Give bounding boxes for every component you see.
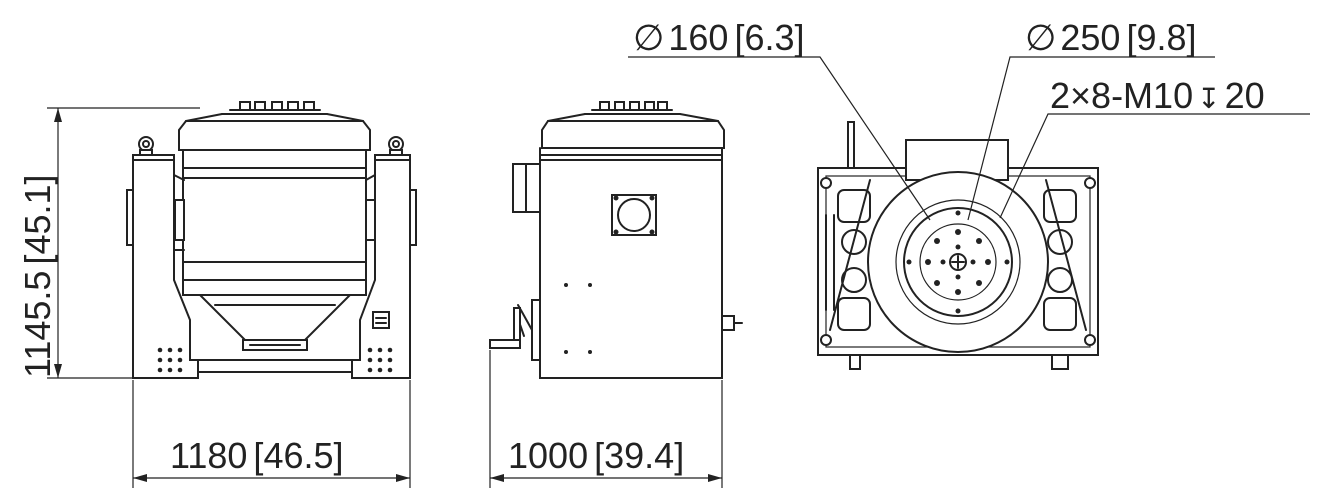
- inner-dia-value: 160: [668, 17, 728, 58]
- side-top-cap: [541, 101, 725, 149]
- front-body: [182, 149, 367, 296]
- callout-thread: 2×8-M10↧20: [1050, 75, 1265, 116]
- height-value: 1145.5: [17, 271, 58, 378]
- leader-160: [628, 56, 931, 221]
- inner-dia-inch: 6.3: [744, 17, 794, 58]
- svg-text:1145.5[45.1]: 1145.5[45.1]: [17, 174, 58, 378]
- top-rod: [847, 121, 855, 169]
- width-inch: 46.5: [263, 435, 333, 476]
- height-dimension: 1145.5[45.1]: [17, 107, 200, 379]
- svg-text:2×8-M10↧20: 2×8-M10↧20: [1050, 75, 1265, 116]
- side-view: [489, 101, 743, 379]
- front-top-cap: [178, 101, 371, 151]
- callout-inner-dia: ∅160[6.3]: [633, 17, 805, 58]
- front-left-support: [126, 136, 199, 379]
- svg-text:∅250[9.8]: ∅250[9.8]: [1025, 17, 1197, 58]
- table-bolt-holes: [906, 210, 1010, 314]
- outer-dia-value: 250: [1060, 17, 1120, 58]
- leader-thread: [999, 113, 1310, 219]
- width-dimension: 1180[46.5]: [132, 380, 411, 488]
- svg-text:∅160[6.3]: ∅160[6.3]: [633, 17, 805, 58]
- thread-spec: 2×8-M10: [1050, 75, 1193, 116]
- front-funnel: [197, 294, 353, 351]
- side-crank-handle: [489, 299, 541, 361]
- side-port-flange: [611, 194, 657, 236]
- side-fitting: [721, 315, 735, 331]
- svg-text:1000[39.4]: 1000[39.4]: [508, 435, 684, 476]
- depth-value: 1000: [508, 435, 588, 476]
- svg-text:1180[46.5]: 1180[46.5]: [170, 435, 344, 476]
- height-inch: 45.1: [17, 184, 58, 254]
- outer-dia-symbol: ∅: [1025, 17, 1056, 58]
- top-left-mounts: [825, 189, 871, 331]
- side-body: [539, 154, 723, 379]
- depth-dimension: 1000[39.4]: [489, 350, 723, 488]
- depth-symbol: ↧: [1197, 83, 1220, 114]
- top-right-mounts: [1043, 189, 1077, 331]
- front-right-support: [351, 136, 417, 379]
- top-view: [628, 56, 1310, 370]
- outer-dia-inch: 9.8: [1136, 17, 1186, 58]
- callout-outer-dia: ∅250[9.8]: [1025, 17, 1197, 58]
- armature-table: [867, 171, 1049, 353]
- width-value: 1180: [170, 435, 247, 476]
- depth-inch: 39.4: [604, 435, 674, 476]
- inner-dia-symbol: ∅: [633, 17, 664, 58]
- leader-250: [967, 56, 1215, 221]
- front-view: [126, 101, 417, 379]
- thread-depth: 20: [1225, 75, 1265, 116]
